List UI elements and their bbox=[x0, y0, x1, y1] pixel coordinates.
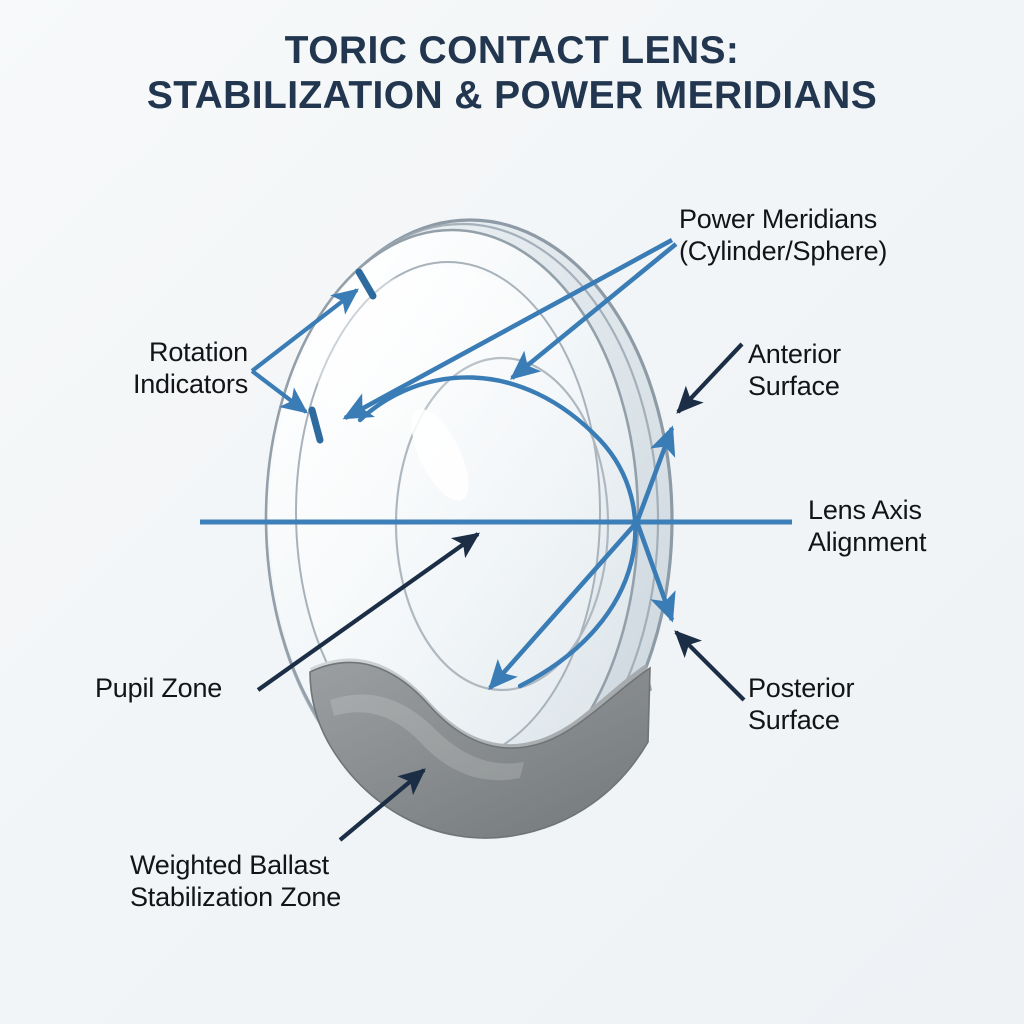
rotation-markers-group bbox=[308, 268, 377, 444]
rotation-leader-lower bbox=[250, 369, 308, 414]
lens-highlight-small bbox=[411, 409, 469, 501]
ballast-zone-leader bbox=[338, 768, 426, 842]
rotation-leader-upper bbox=[250, 288, 359, 373]
label-rotation-indicators: Rotation Indicators bbox=[132, 337, 248, 400]
rotation-marker-upper bbox=[355, 268, 377, 300]
label-posterior-surface: Posterior Surface bbox=[748, 673, 855, 736]
label-lens-axis-alignment: Lens Axis Alignment bbox=[808, 495, 927, 558]
meridian-arrow-to-mid bbox=[509, 242, 678, 380]
rotation-indicator-leaders bbox=[250, 288, 359, 414]
label-ballast-zone: Weighted Ballast Stabilization Zone bbox=[130, 850, 342, 913]
meridian-arrow-down-left bbox=[488, 520, 639, 691]
meridian-arrow-down-right bbox=[634, 521, 676, 623]
label-power-meridians: Power Meridians (Cylinder/Sphere) bbox=[679, 204, 888, 267]
label-anterior-surface: Anterior Surface bbox=[748, 339, 841, 402]
posterior-surface-leader bbox=[674, 630, 746, 702]
rotation-marker-lower bbox=[308, 406, 324, 444]
navy-leaders bbox=[256, 342, 746, 842]
meridian-arc bbox=[357, 375, 638, 689]
anterior-surface-leader bbox=[676, 342, 744, 414]
lens-highlight-large bbox=[315, 268, 525, 432]
ballast-sheen bbox=[330, 694, 524, 781]
meridian-arrow-to-upper-left bbox=[342, 237, 674, 421]
label-pupil-zone: Pupil Zone bbox=[95, 673, 223, 703]
meridian-arrow-up-right bbox=[634, 425, 676, 523]
power-meridian-arrows bbox=[342, 237, 678, 691]
pupil-zone-leader bbox=[256, 532, 480, 692]
